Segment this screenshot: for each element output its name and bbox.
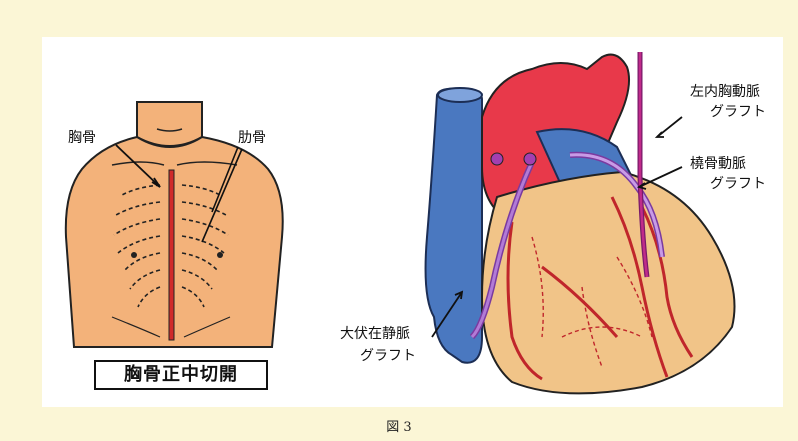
figure-caption: 図 3: [0, 416, 798, 435]
saphenous-vein-graft-label-line2: グラフト: [360, 347, 416, 365]
radial-artery-graft-label-line2: グラフト: [710, 175, 766, 193]
saphenous-vein-graft-label-line1: 大伏在静脈: [340, 325, 410, 343]
radial-artery-graft-label-line1: 橈骨動脈: [690, 155, 746, 173]
lita-graft-label-line1: 左内胸動脈: [690, 83, 760, 101]
lita-graft-label-line2: グラフト: [710, 103, 766, 121]
illustration-panel: 胸骨 肋骨 胸骨正中切開: [42, 37, 783, 407]
